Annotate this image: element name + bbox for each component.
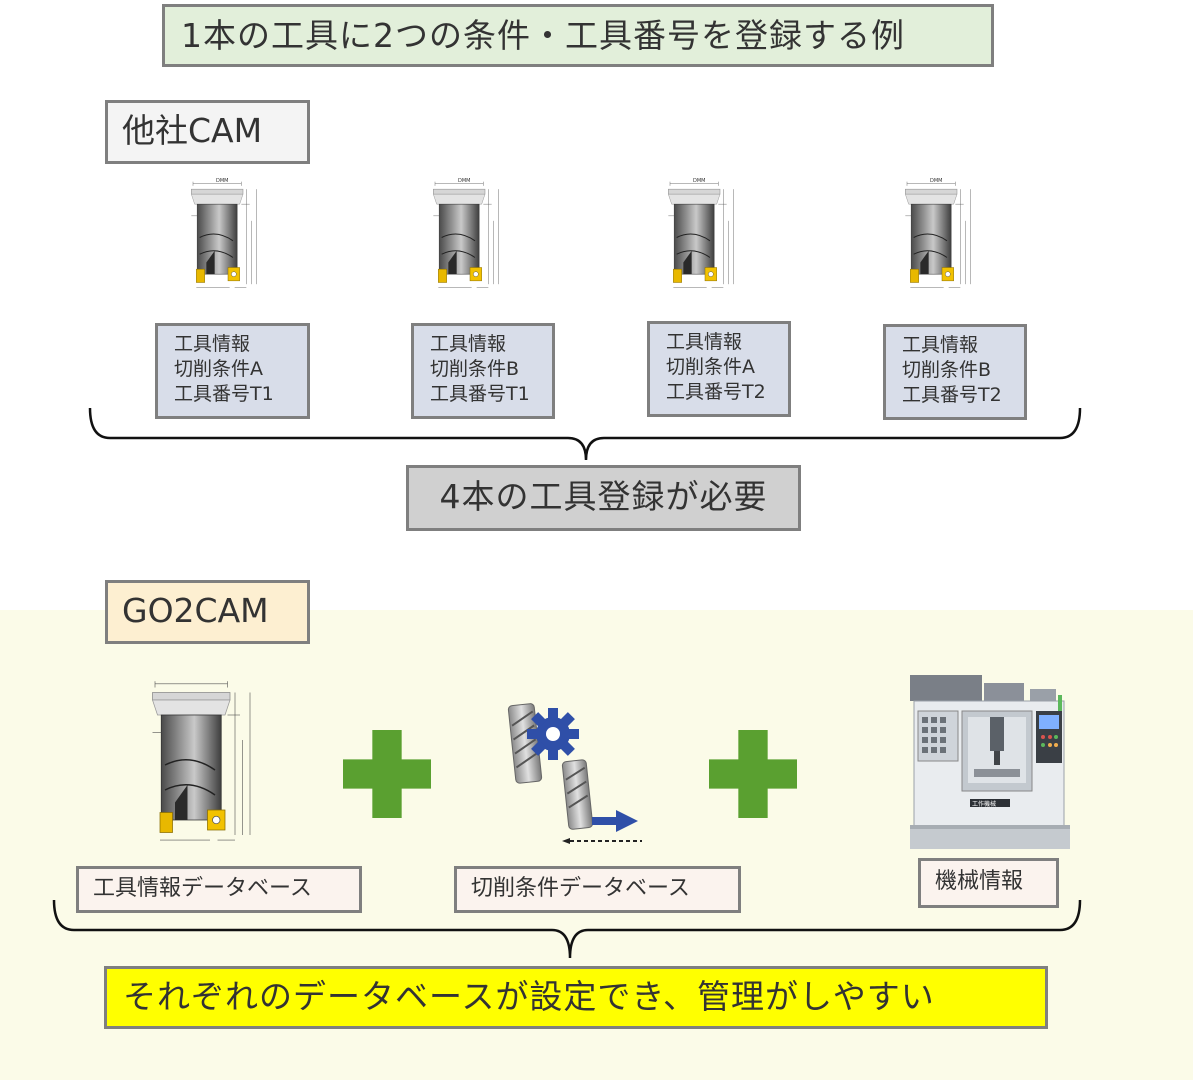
plus-icon [343, 730, 431, 818]
end-mill-icon [561, 759, 594, 830]
info-line: 工具番号T2 [902, 384, 1002, 406]
svg-text:DMM: DMM [930, 178, 942, 184]
info-line: 工具情報 [430, 333, 507, 355]
svg-text:DMM: DMM [216, 178, 228, 184]
go2cam-label: GO2CAM [105, 580, 310, 644]
tool-drawing-4: DMM [904, 178, 971, 289]
info-line: 工具情報 [902, 334, 979, 356]
machine-info-box: 機械情報 [918, 858, 1059, 908]
tool-drawing-1: DMM [190, 178, 257, 289]
tool-info-box-3: 工具情報 切削条件A 工具番号T2 [647, 321, 791, 417]
tool-info-box-1: 工具情報 切削条件A 工具番号T1 [155, 323, 310, 419]
info-line: 工具番号T1 [430, 383, 530, 405]
gear-icon [527, 708, 579, 760]
tool-database-box: 工具情報データベース [76, 866, 362, 913]
svg-text:DMM: DMM [693, 178, 705, 184]
info-line: 工具番号T2 [666, 381, 766, 403]
machine-plate-label: 工作機械 [972, 800, 996, 808]
info-line: 切削条件A [174, 358, 263, 380]
tool-info-box-2: 工具情報 切削条件B 工具番号T1 [411, 323, 555, 419]
cutting-database-box: 切削条件データベース [454, 866, 741, 913]
page-title: 1本の工具に2つの条件・工具番号を登録する例 [162, 4, 994, 67]
tool-drawing-large [151, 680, 251, 841]
info-line: 工具情報 [174, 333, 251, 355]
tool-drawing-2: DMM [432, 178, 499, 289]
tool-info-box-4: 工具情報 切削条件B 工具番号T2 [883, 324, 1027, 420]
info-line: 工具番号T1 [174, 383, 274, 405]
info-line: 切削条件B [902, 359, 992, 381]
tool-drawing-3: DMM [667, 178, 734, 289]
summary-go2cam: それぞれのデータベースが設定でき、管理がしやすい [104, 966, 1048, 1029]
info-line: 切削条件A [666, 356, 755, 378]
arrow-left-dashed-icon [562, 838, 642, 844]
cutting-database-icon [507, 703, 642, 844]
summary-four-tools: 4本の工具登録が必要 [406, 465, 801, 531]
svg-text:DMM: DMM [458, 178, 470, 184]
info-line: 工具情報 [666, 331, 743, 353]
plus-icon [709, 730, 797, 818]
machine-icon: 工作機械 [910, 675, 1070, 849]
info-line: 切削条件B [430, 358, 520, 380]
arrow-right-icon [592, 810, 638, 832]
other-cam-label: 他社CAM [105, 100, 310, 164]
